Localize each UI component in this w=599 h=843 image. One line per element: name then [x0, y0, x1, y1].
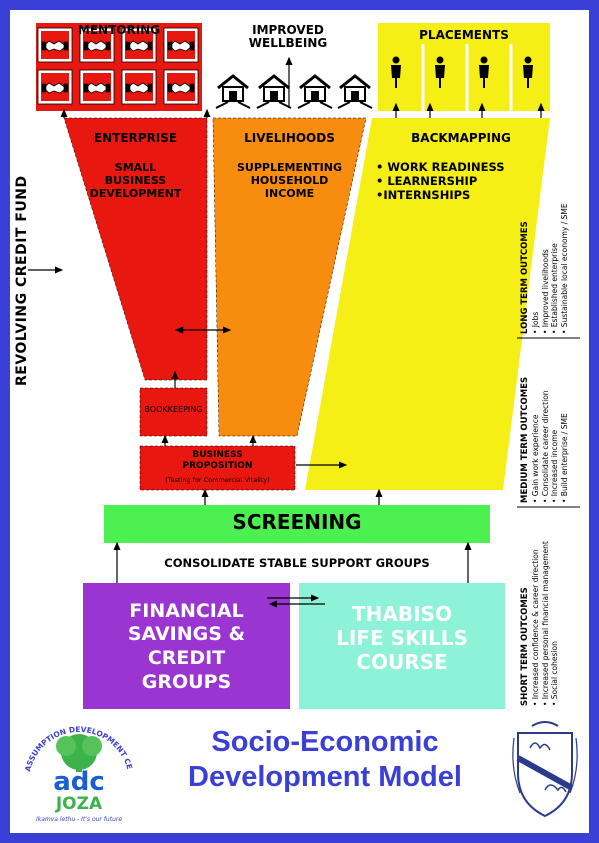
thabiso-line1: THABISO: [352, 602, 452, 626]
outcomes-item: • Jobs: [531, 311, 540, 334]
outcomes-item: • Sustainable local economy / SME: [559, 203, 569, 334]
financial-line2: SAVINGS &: [127, 623, 246, 645]
supplementing-line3: INCOME: [264, 187, 315, 200]
outcomes-title: LONG TERM OUTCOMES: [520, 221, 530, 334]
outcomes-block-1: MEDIUM TERM OUTCOMES• Gain work experien…: [519, 377, 569, 503]
business-proposition-line2: PROPOSITION: [182, 461, 253, 471]
mentoring-label: MENTORING: [77, 23, 161, 37]
small-business-line3: DEVELOPMENT: [89, 187, 182, 200]
financial-line3: CREDIT: [147, 647, 226, 669]
backmapping-bullet-2: • LEARNERSHIP: [376, 174, 478, 188]
backmapping-funnel: [305, 118, 550, 490]
handshake-icon: [37, 27, 73, 63]
house-icon: [215, 74, 251, 109]
outcomes-title: MEDIUM TERM OUTCOMES: [520, 376, 530, 503]
outcomes-item: • Consolidate career direction: [540, 390, 550, 503]
handshake-icon: [121, 27, 157, 63]
handshake-icons: [37, 27, 199, 105]
improved-label: IMPROVED: [252, 23, 324, 37]
business-proposition-line1: BUSINESS: [192, 450, 243, 460]
handshake-icon: [163, 69, 199, 105]
handshake-icon: [79, 27, 115, 63]
person-icon: [523, 56, 533, 88]
outcomes-item: • Increased personal financial managemen…: [540, 541, 550, 706]
placements-box: [378, 23, 550, 111]
outcomes-item: • Increased income: [550, 429, 559, 503]
thabiso-box: [299, 583, 505, 709]
outcomes-block-0: LONG TERM OUTCOMES• Jobs• Improved livel…: [519, 203, 569, 334]
financial-line1: FINANCIAL: [129, 600, 244, 622]
outcomes-item: • Increased confidence & career directio…: [531, 549, 540, 706]
logo-tagline: Ikamva lethu - It's our future: [35, 816, 123, 823]
tree-icon: ASSUMPTION DEVELOPMENT CENTRE: [17, 705, 134, 773]
placements-label: PLACEMENTS: [419, 28, 509, 42]
screening-box: [104, 505, 490, 543]
house-icon: [337, 74, 373, 109]
handshake-icon: [121, 69, 157, 105]
revolving-credit-fund-label: REVOLVING CREDIT FUND: [14, 175, 30, 386]
backmapping-bullet-3: •INTERNSHIPS: [376, 188, 471, 202]
house-icon: [256, 74, 292, 109]
handshake-icon: [37, 69, 73, 105]
thabiso-line2: LIFE SKILLS: [336, 626, 468, 650]
person-icon: [479, 56, 489, 88]
outcomes-item: • Build enterprise / SME: [559, 413, 569, 503]
thabiso-line3: COURSE: [356, 650, 448, 674]
financial-line4: GROUPS: [141, 671, 232, 693]
business-proposition-sub: (Testing for Commercial Vitality): [165, 476, 270, 484]
enterprise-funnel: [63, 117, 208, 381]
outcomes-item: • Social cohesion: [550, 641, 559, 706]
handshake-icon: [163, 27, 199, 63]
bookkeeping-box: [139, 387, 208, 437]
coat-of-arms-icon: [510, 718, 580, 823]
backmapping-label: BACKMAPPING: [411, 131, 511, 145]
business-proposition-box: [139, 445, 296, 491]
small-business-line2: BUSINESS: [104, 174, 167, 187]
person-icon: [391, 56, 401, 88]
consolidate-label: CONSOLIDATE STABLE SUPPORT GROUPS: [164, 556, 430, 570]
outcomes-title: SHORT TERM OUTCOMES: [520, 587, 530, 706]
person-icon: [435, 56, 445, 88]
enterprise-label: ENTERPRISE: [93, 131, 178, 145]
supplementing-line1: SUPPLEMENTING: [237, 161, 342, 174]
outcomes-item: • Established enterprise: [550, 243, 559, 334]
small-business-line1: SMALL: [114, 161, 157, 174]
outcomes-item: • Gain work experience: [531, 414, 540, 503]
handshake-icon: [79, 69, 115, 105]
footer-title-line2: Development Model: [188, 761, 462, 793]
backmapping-bullet-1: • WORK READINESS: [376, 160, 505, 174]
financial-box: [83, 583, 290, 709]
supplementing-line2: HOUSEHOLD: [250, 174, 329, 187]
house-icons: [215, 74, 373, 109]
wellbeing-label: WELLBEING: [248, 36, 328, 50]
livelihoods-label: LIVELIHOODS: [244, 131, 335, 145]
logo-joza: JOZA: [55, 794, 103, 814]
footer-title-line1: Socio-Economic: [211, 726, 439, 758]
screening-label: SCREENING: [232, 510, 362, 534]
bookkeeping-label: BOOKKEEPING: [144, 405, 203, 414]
logo-adc: adc: [53, 767, 105, 797]
house-icon: [297, 74, 333, 109]
adc-logo: ASSUMPTION DEVELOPMENT CENTRE adc JOZA I…: [17, 705, 138, 830]
outcomes-item: • Improved livelihoods: [540, 249, 550, 334]
outcomes-block-2: SHORT TERM OUTCOMES• Increased confidenc…: [519, 541, 560, 706]
